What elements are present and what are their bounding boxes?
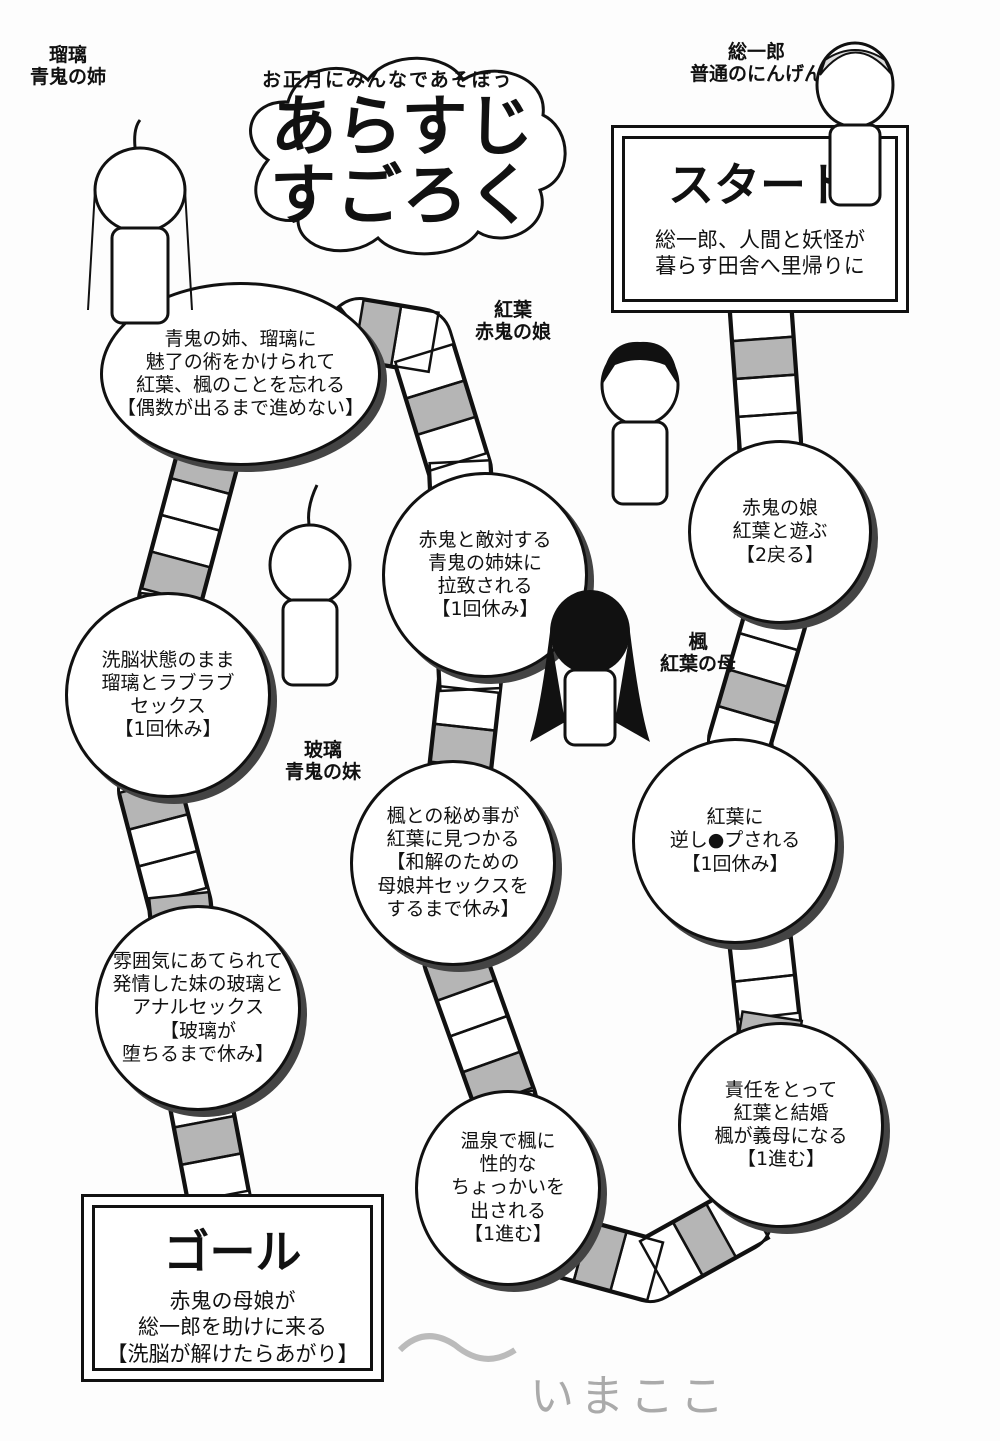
- start-heading: スタート: [668, 158, 852, 212]
- goal-box: ゴール 赤鬼の母娘が 総一郎を助けに来る 【洗脳が解けたらあがり】: [92, 1205, 373, 1371]
- board-cell: 紅葉に 逆し●プされる 【1回休み】: [632, 738, 838, 944]
- momiji-figure-icon: [600, 341, 680, 506]
- here-label: いまここ: [530, 1371, 730, 1422]
- ruri-figure-icon: [87, 119, 193, 325]
- character-label: 楓 紅葉の母: [660, 631, 737, 675]
- goal-text: 赤鬼の母娘が 総一郎を助けに来る 【洗脳が解けたらあがり】: [106, 1289, 359, 1366]
- board-cell: 赤鬼の娘 紅葉と遊ぶ 【2戻る】: [688, 440, 872, 624]
- board-cell: 雰囲気にあてられて 発情した妹の玻璃と アナルセックス 【玻璃が 堕ちるまで休み…: [95, 905, 301, 1111]
- board-cell: 青鬼の姉、瑠璃に 魅了の術をかけられて 紅葉、楓のことを忘れる 【偶数が出るまで…: [100, 282, 381, 466]
- kaede-figure-icon: [530, 590, 650, 747]
- soichiro-figure-icon: [815, 41, 895, 207]
- title-main: あらすじ すごろく: [270, 88, 534, 235]
- board-cell: 責任をとって 紅葉と結婚 楓が義母になる 【1進む】: [678, 1022, 884, 1228]
- board-cell: 洗脳状態のまま 瑠璃とラブラブ セックス 【1回休み】: [65, 592, 271, 798]
- track-square: [731, 335, 797, 381]
- character-label: 瑠璃 青鬼の姉: [30, 44, 107, 88]
- character-label: 紅葉 赤鬼の娘: [475, 299, 552, 343]
- character-label: 総一郎 普通のにんげん: [690, 41, 824, 85]
- character-label: 玻璃 青鬼の妹: [285, 739, 362, 783]
- title-subtitle: お正月にみんなであそぼう: [262, 69, 514, 91]
- board-cell: 楓との秘め事が 紅葉に見つかる 【和解のための 母娘丼セックスを するまで休み】: [350, 760, 556, 966]
- start-text: 総一郎、人間と妖怪が 暮らす田舎へ里帰りに: [655, 228, 865, 279]
- track-square: [393, 342, 466, 400]
- hari-figure-icon: [268, 484, 352, 687]
- track-square: [638, 1221, 705, 1296]
- board-cell: 温泉で楓に 性的な ちょっかいを 出される 【1進む】: [415, 1090, 601, 1286]
- track-square: [180, 1152, 250, 1204]
- squiggle-icon: [397, 1333, 517, 1362]
- goal-heading: ゴール: [163, 1225, 302, 1279]
- title-cloud: [249, 56, 567, 256]
